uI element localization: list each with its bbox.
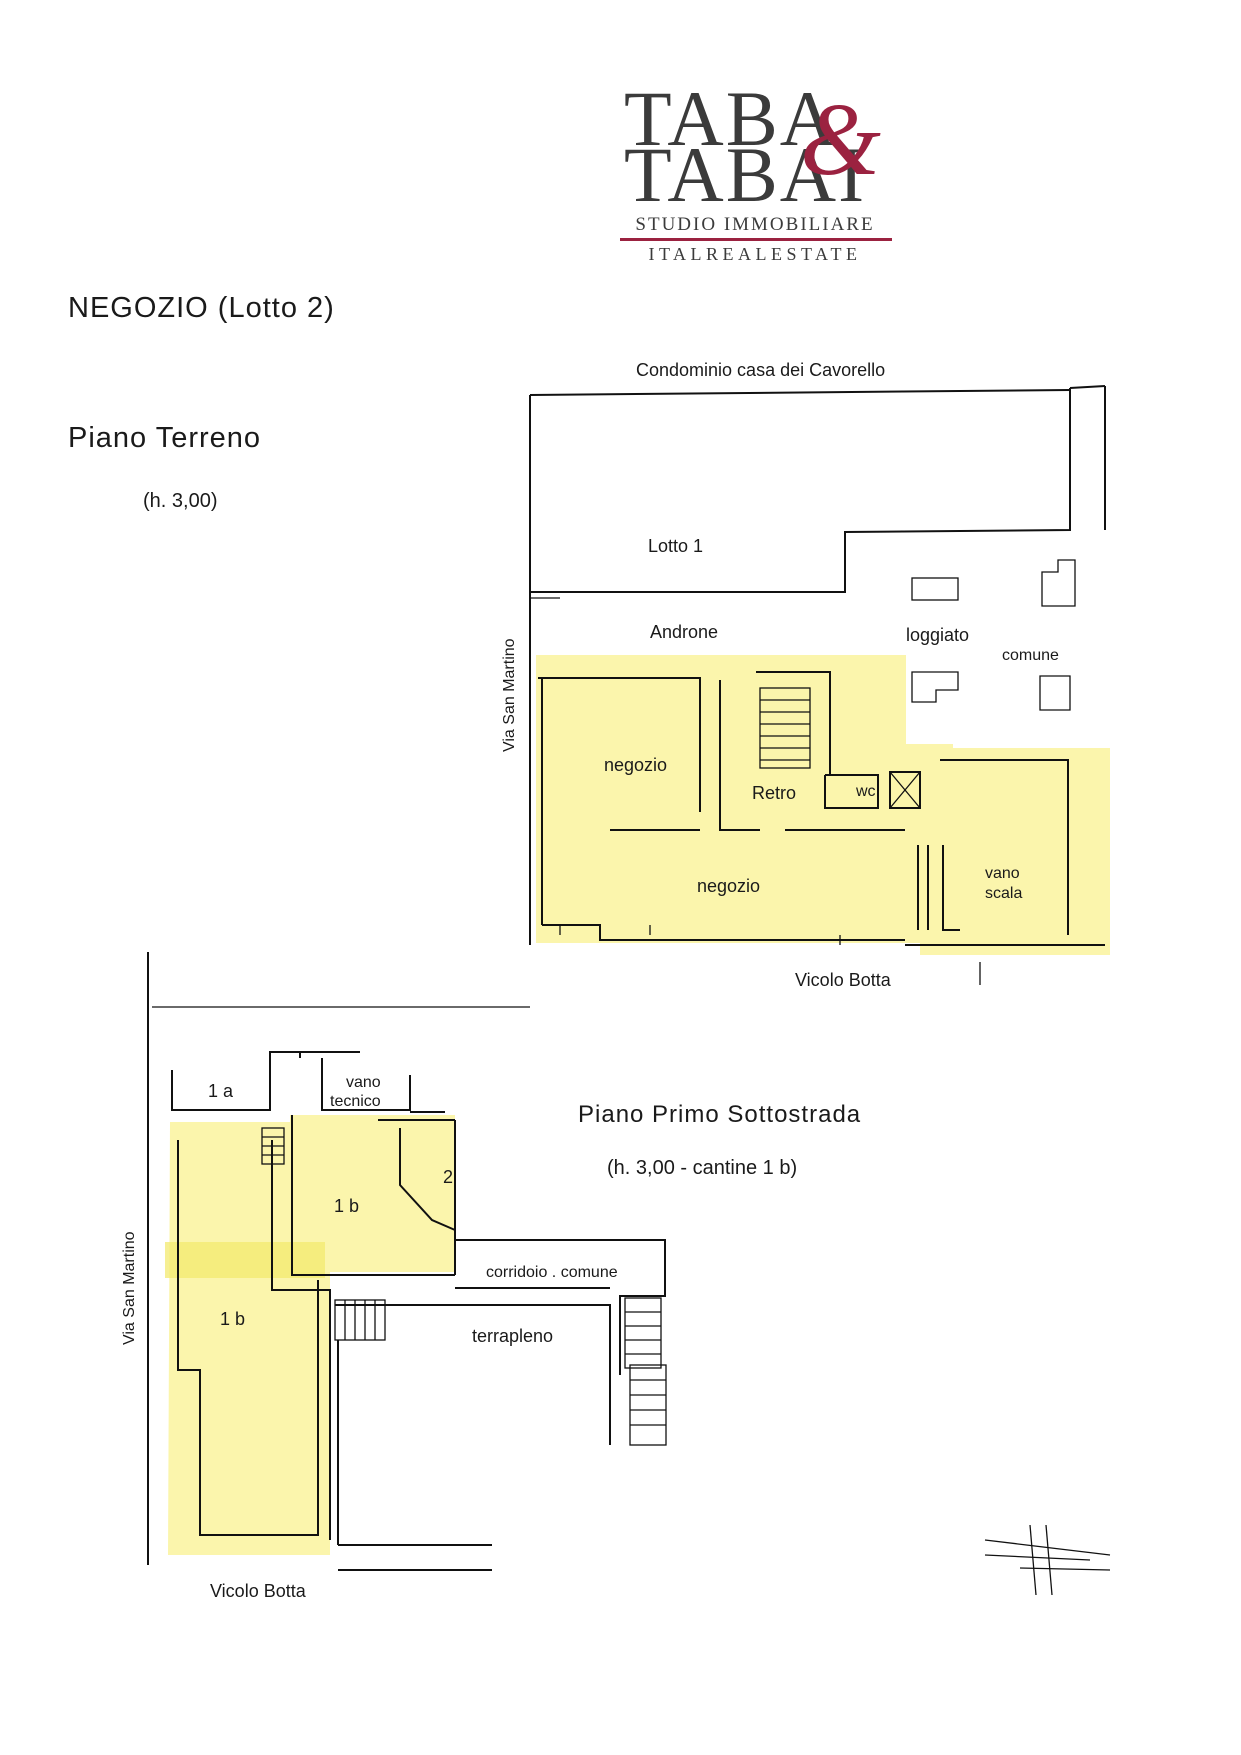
lotto1-boundary: [530, 532, 846, 593]
pillar-1: [911, 577, 959, 601]
stairs-basement-1: [624, 1297, 662, 1369]
label-vicolo-botta-ground: Vicolo Botta: [795, 970, 891, 990]
agency-logo: TABA TABAI & STUDIO IMMOBILIARE ITALREAL…: [612, 75, 902, 264]
basement-height: (h. 3,00 - cantine 1 b): [607, 1157, 798, 1179]
label-vicolo-botta-basement: Vicolo Botta: [210, 1581, 306, 1601]
label-scala: scala: [985, 885, 1023, 902]
logo-ampersand: &: [800, 82, 881, 197]
label-room-1b-lower: 1 b: [220, 1309, 246, 1329]
retro-wall: [719, 680, 760, 831]
basement-highlight-band: [165, 1242, 325, 1278]
label-room-1b-upper: 1 b: [334, 1196, 360, 1216]
room-1b-upper: [291, 1115, 455, 1276]
logo-studio-immobiliare: STUDIO IMMOBILIARE: [635, 214, 875, 235]
ground-floor-heading: Piano Terreno: [68, 422, 262, 454]
pillar-3: [911, 671, 959, 703]
shop-top-wall: [538, 677, 701, 812]
stairs-basement-3: [334, 1299, 386, 1341]
room-1b-lower: [177, 1140, 319, 1536]
logo-divider: [620, 238, 892, 241]
ground-outline-top: [529, 389, 1071, 396]
label-androne: Androne: [650, 622, 719, 642]
label-vano-tecnico-2: tecnico: [330, 1093, 381, 1110]
label-retro: Retro: [752, 783, 797, 803]
label-vano: vano: [985, 865, 1020, 882]
room-1b-upper-right: [399, 1128, 456, 1231]
label-wc: wc: [856, 783, 876, 800]
label-lotto1: Lotto 1: [648, 536, 704, 556]
label-loggiato: loggiato: [906, 625, 970, 645]
label-condominio: Condominio casa dei Cavorello: [636, 360, 886, 380]
wc-box: [824, 774, 879, 809]
label-comune: comune: [1002, 647, 1059, 664]
label-vano-tecnico-1: vano: [346, 1074, 381, 1091]
stairs-ground: [759, 687, 811, 769]
ground-outline-right: [844, 388, 1071, 592]
pillar-4: [1039, 675, 1071, 711]
terrapleno-edge: [335, 1304, 611, 1445]
ground-outline-top-right: [1069, 385, 1106, 389]
ground-floor-highlight-stair: [906, 748, 1110, 955]
label-negozio-b: negozio: [697, 876, 761, 896]
basement-highlight-rooms: [290, 1115, 455, 1272]
shop-bottom-facade: [542, 924, 905, 941]
lift-cross-2: [889, 771, 921, 809]
ground-floor-highlight-main: [536, 655, 953, 943]
vano-scala-walls: [940, 759, 1069, 935]
label-via-san-martino-basement: Via San Martino: [121, 1231, 138, 1345]
label-room-2: 2: [443, 1167, 454, 1187]
room-1a: [171, 1051, 301, 1111]
label-room-1a: 1 a: [208, 1081, 234, 1101]
basement-heading: Piano Primo Sottostrada: [578, 1101, 862, 1128]
lift-shaft: [889, 771, 921, 809]
vano-tecnico: [321, 1058, 411, 1111]
logo-word-taba: TABA: [624, 75, 839, 162]
stairs-basement-2: [629, 1364, 667, 1446]
north-mark: [984, 1524, 1111, 1596]
label-terrapleno: terrapleno: [472, 1326, 554, 1346]
ground-floor-height: (h. 3,00): [143, 490, 218, 512]
room-1b-lower-inner: [271, 1140, 331, 1540]
logo-word-tabai: TABAI: [624, 131, 867, 218]
basement-highlight-1b: [168, 1122, 330, 1555]
label-negozio-a: negozio: [604, 755, 668, 775]
label-corridoio-comune: corridoio . comune: [486, 1264, 618, 1281]
vano-scala-left: [942, 845, 960, 931]
corridor: [455, 1239, 666, 1375]
logo-italrealestate: ITALREALESTATE: [648, 244, 862, 264]
page-title: NEGOZIO (Lotto 2): [68, 292, 335, 324]
label-via-san-martino-ground: Via San Martino: [501, 638, 518, 752]
pillar-2: [1041, 559, 1076, 607]
